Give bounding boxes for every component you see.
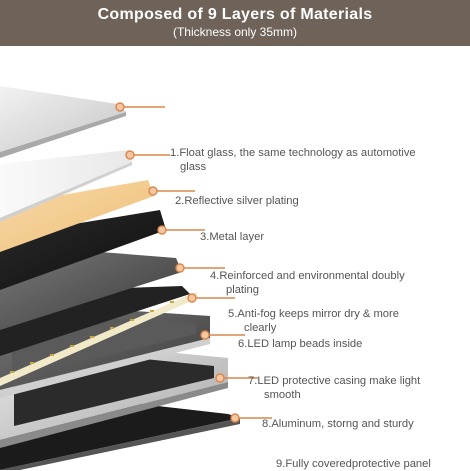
page-title: Composed of 9 Layers of Materials — [97, 6, 373, 23]
layer-3-label: 3.Metal layer — [200, 231, 265, 243]
layer-1-float-glass — [0, 86, 126, 158]
page-subtitle: (Thickness only 35mm) — [172, 25, 298, 39]
layer-1-label: 1.Float glass, the same technology as au… — [170, 147, 416, 173]
leader-dots — [115, 102, 240, 423]
layer-stack-graphic — [0, 86, 272, 470]
layer-2-silver-plating — [0, 150, 132, 222]
layer-3-metal — [0, 180, 154, 252]
layer-9-label: 9.Fully coveredprotective panel — [276, 458, 431, 470]
layer-8-label: 8.Aluminum, storng and sturdy — [262, 418, 414, 430]
leader-lines — [120, 106, 272, 419]
layers-illustration: 1.Float glass, the same technology as au… — [0, 46, 470, 470]
layer-6-label: 6.LED lamp beads inside — [238, 338, 363, 350]
title-banner: Composed of 9 Layers of Materials (Thick… — [0, 0, 470, 46]
layer-2-label: 2.Reflective silver plating — [175, 195, 299, 207]
